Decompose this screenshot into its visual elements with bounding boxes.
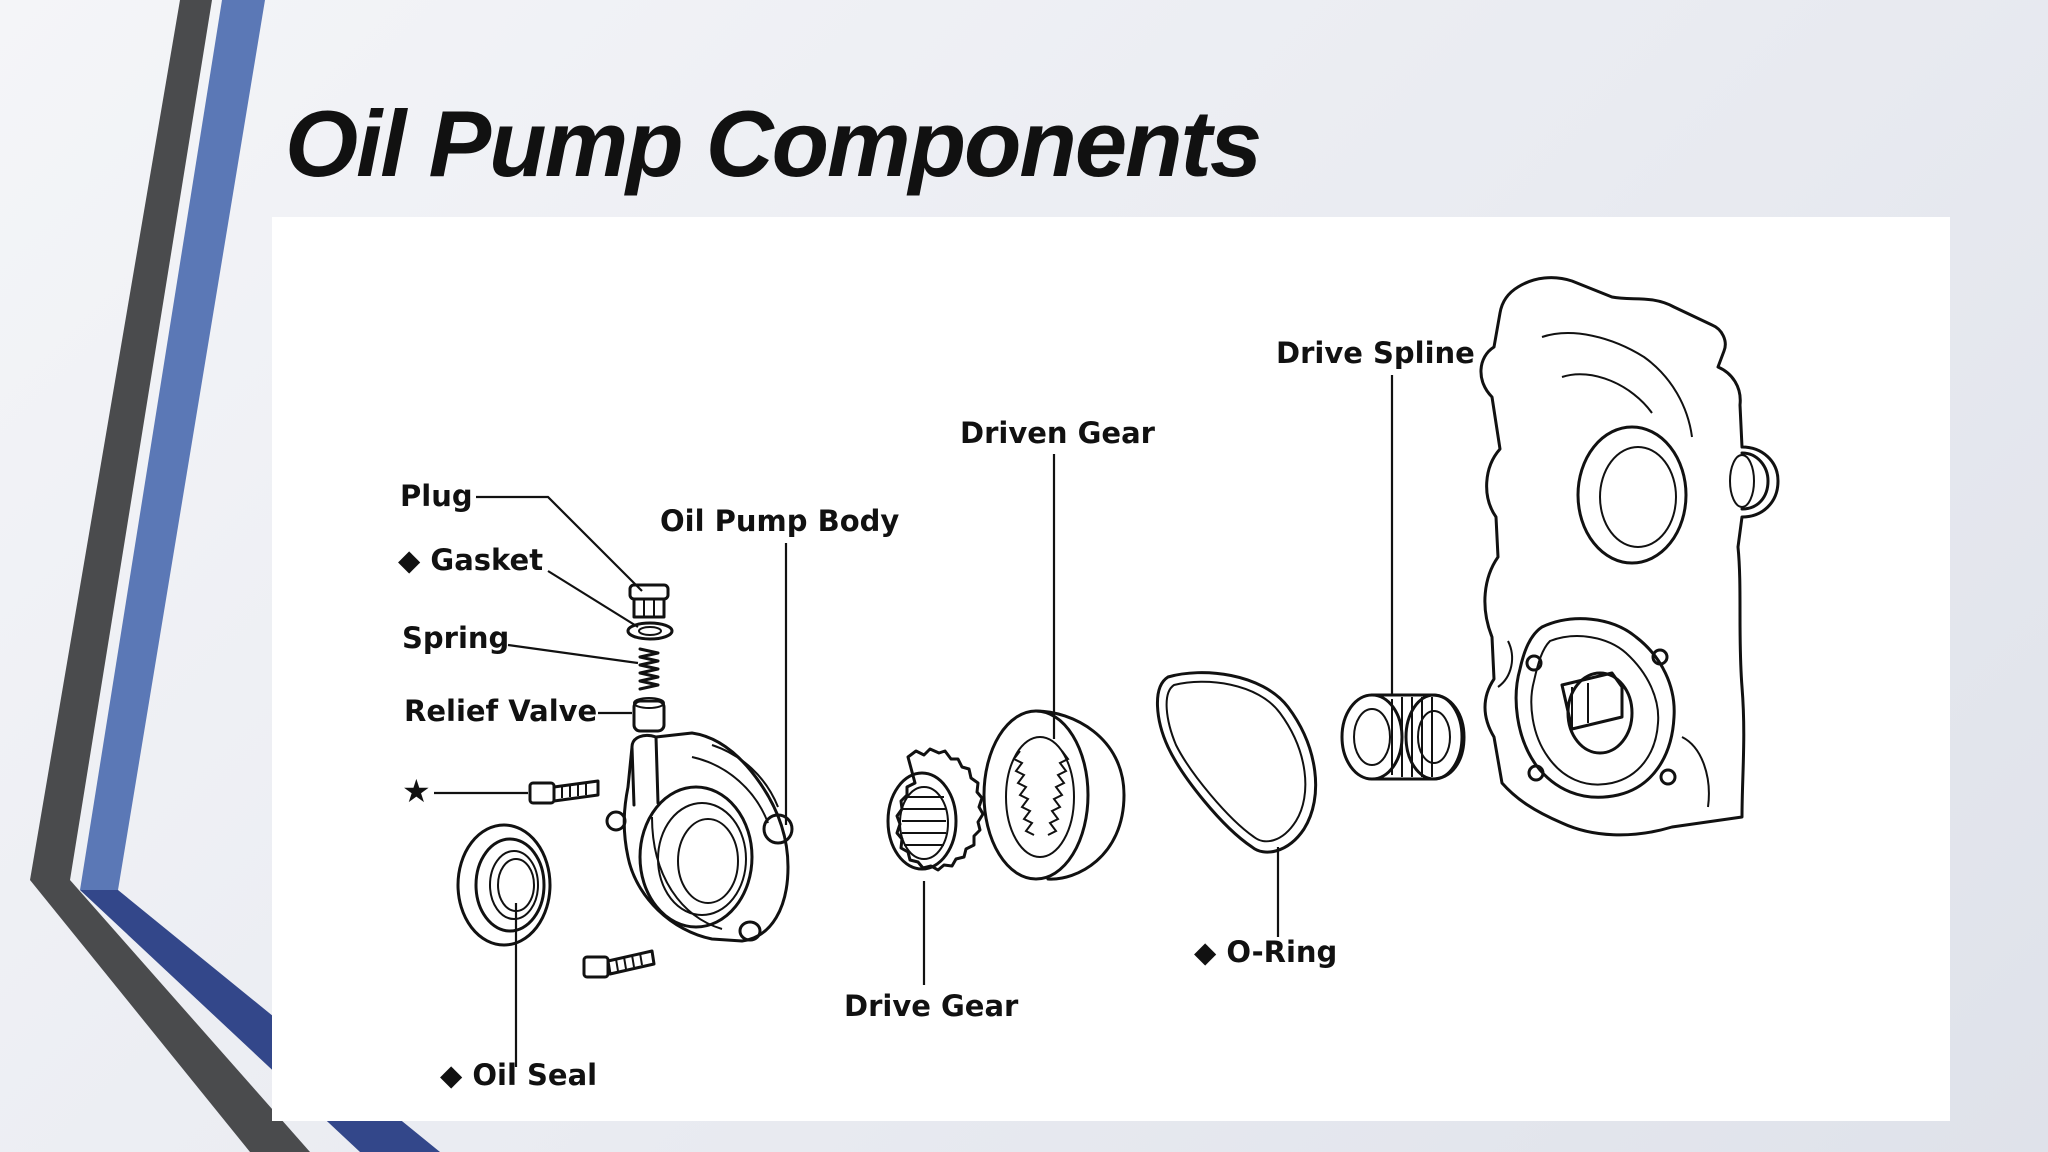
label-spring: Spring — [402, 621, 509, 655]
plug-part — [628, 583, 670, 619]
oil-pump-body-part — [605, 731, 794, 943]
slide-title: Oil Pump Components — [285, 91, 1262, 196]
star-bolt-part — [528, 779, 600, 805]
dark-bar-upper — [30, 0, 212, 880]
label-plug: Plug — [400, 479, 473, 513]
label-oil-seal: ◆ Oil Seal — [440, 1058, 597, 1092]
label-drive-spline: Drive Spline — [1276, 336, 1475, 370]
dark-bar-lower — [30, 880, 310, 1152]
diagram-panel: Plug ◆ Gasket Spring Relief Valve ★ Oil … — [272, 217, 1950, 1121]
label-oil-pump-body: Oil Pump Body — [660, 504, 899, 538]
label-drive-gear: Drive Gear — [844, 989, 1019, 1023]
o-ring-part — [1156, 671, 1318, 854]
leader-spring — [507, 643, 639, 665]
leader-lines — [434, 375, 1394, 1067]
leader-gasket — [547, 570, 639, 628]
gasket-part — [626, 621, 674, 641]
driven-gear-part — [982, 709, 1126, 881]
drive-spline-part — [1340, 693, 1466, 781]
leader-plug — [476, 495, 643, 592]
drive-gear-part — [886, 747, 985, 872]
label-o-ring: ◆ O-Ring — [1194, 935, 1337, 969]
relief-valve-part — [632, 697, 666, 733]
label-relief-valve: Relief Valve — [404, 694, 597, 728]
lower-bolt-part — [582, 949, 656, 979]
label-gasket: ◆ Gasket — [398, 543, 543, 577]
label-driven-gear: Driven Gear — [960, 416, 1156, 450]
blue-bar-upper — [80, 0, 265, 890]
timing-cover-housing — [1479, 276, 1780, 837]
exploded-view-diagram: Plug ◆ Gasket Spring Relief Valve ★ Oil … — [398, 276, 1780, 1092]
label-star-bolt: ★ — [402, 772, 431, 810]
spring-part — [638, 647, 660, 691]
oil-seal-part — [456, 823, 552, 947]
